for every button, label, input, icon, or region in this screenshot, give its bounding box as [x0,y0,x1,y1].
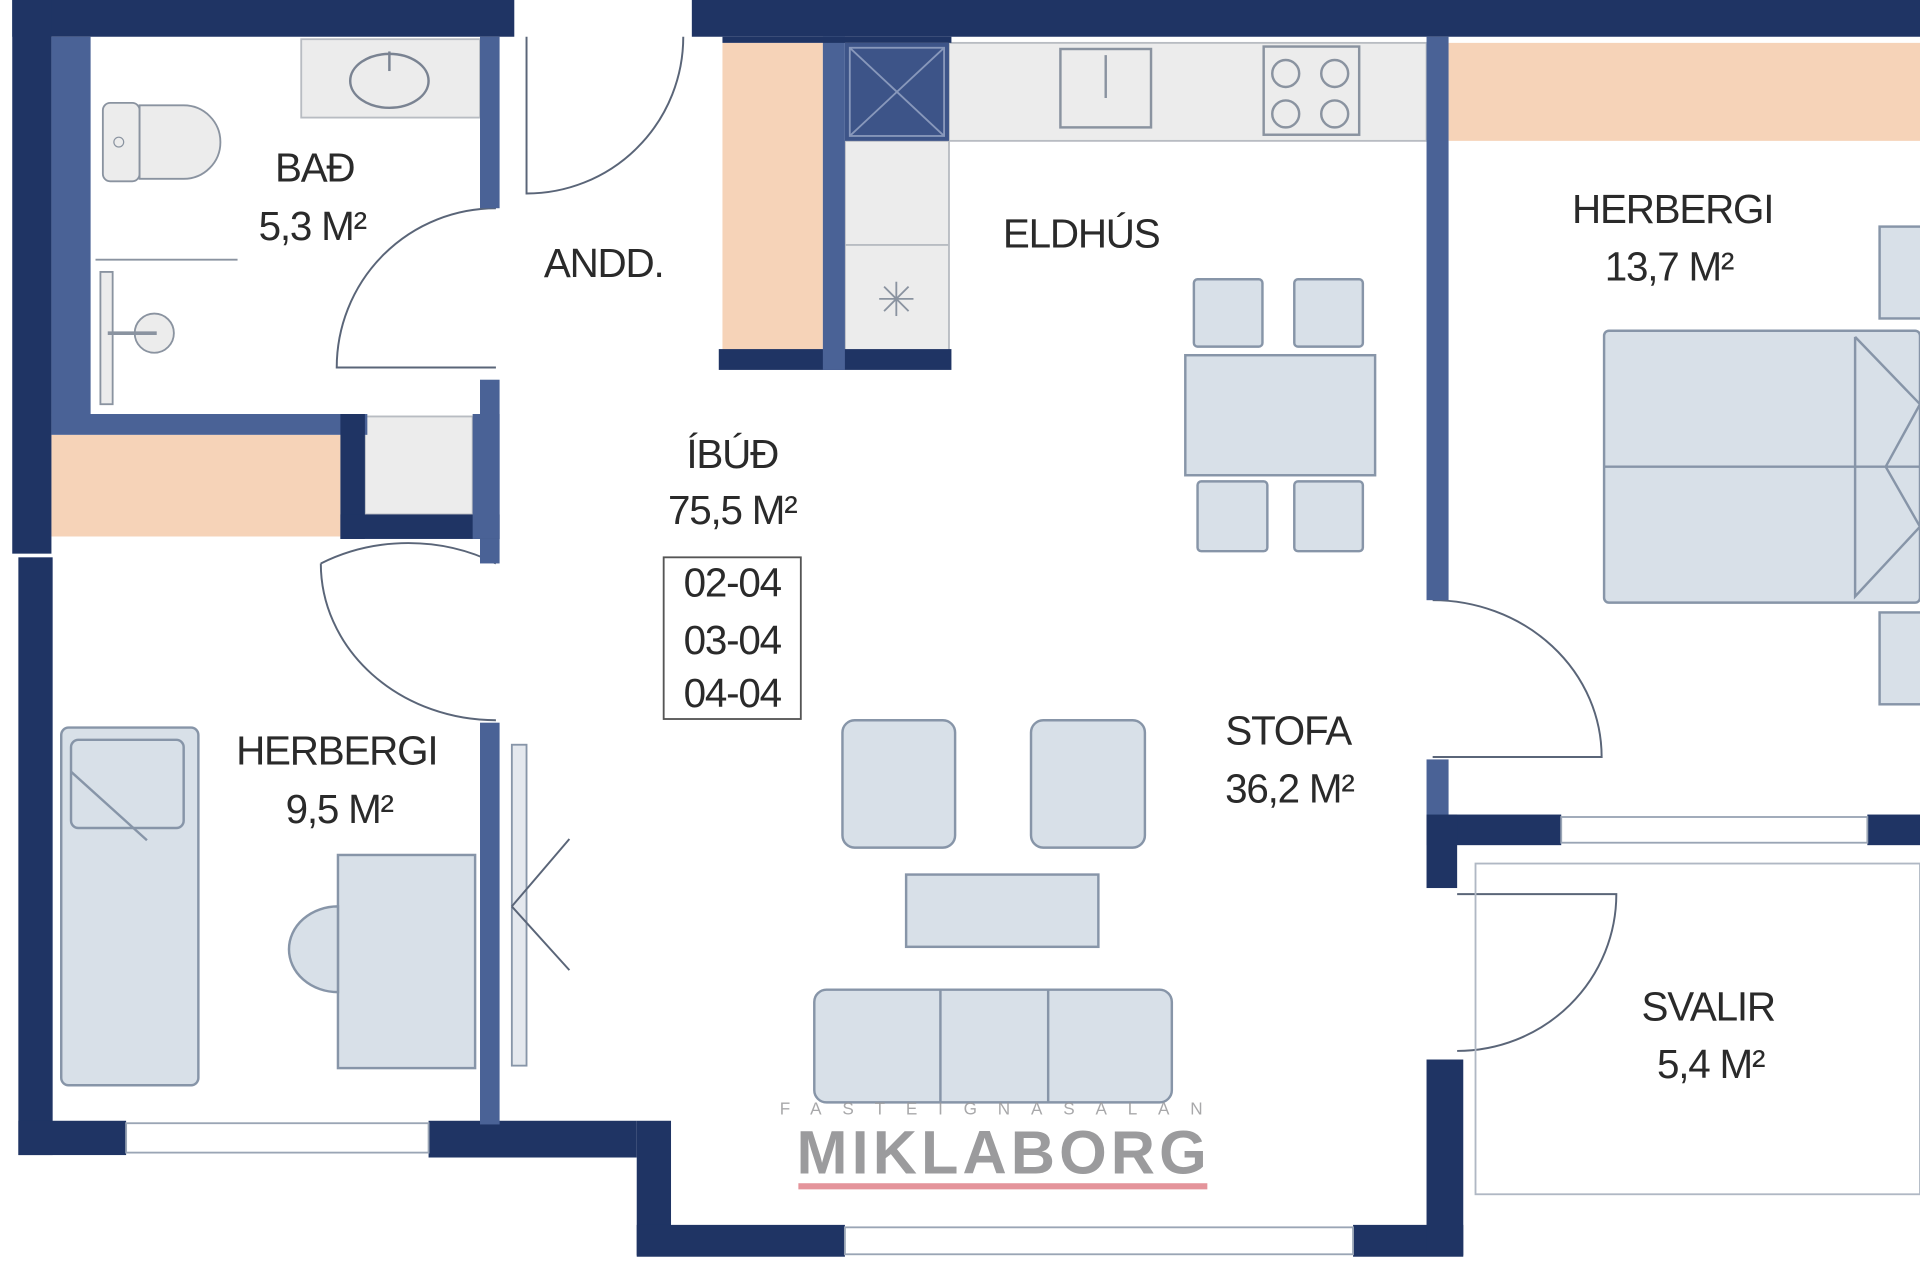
room-name-balcony: SVALIR [1641,983,1774,1029]
coffee-table [904,873,1100,949]
kitchen-sink-icon [1059,47,1153,129]
unit-number-box [662,556,802,720]
room-name-bedroom-large: HERBERGI [1572,186,1773,232]
dining-chair [1192,278,1264,348]
room-area-living: 36,2 M² [1225,765,1354,811]
hall-closet [51,434,341,537]
armchair [1029,719,1147,849]
room-name-bedroom-small: HERBERGI [236,727,437,773]
bedroom-door [319,542,497,722]
apartment-name: ÍBÚÐ [686,431,778,477]
stove-icon [1262,45,1361,136]
balcony-outline [1474,862,1920,1196]
bedroom-wardrobe [1448,42,1920,141]
miklaborg-logo: FASTEIGNASALAN MIKLABORG [780,1099,1224,1190]
window [125,1122,430,1154]
apartment-area: 75,5 M² [668,487,797,533]
dining-table [1184,353,1377,477]
walls [12,0,1920,1257]
sofa [813,988,1174,1104]
kitchen-counter [948,41,1428,142]
room-name-bath: BAÐ [275,144,354,190]
unit-number: 04-04 [684,670,782,716]
room-area-bedroom-small: 9,5 M² [286,786,394,832]
fan-icon [879,281,914,317]
dining-chair [1293,480,1365,553]
dining-chair [1196,480,1269,553]
armchair [841,719,957,849]
room-name-living: STOFA [1225,708,1352,754]
washing-machine [363,415,474,516]
desk [336,853,477,1070]
kitchen-cabinet [722,42,823,352]
dining-chair [1293,278,1365,348]
shower-screen [99,271,114,406]
room-area-bedroom-large: 13,7 M² [1605,243,1734,289]
room-name-hall: ANDD. [544,240,664,286]
room-area-bath: 5,3 M² [259,203,367,249]
entry-door [525,36,685,195]
double-bed [1602,225,1920,706]
bath-vanity [300,38,481,119]
window [1560,816,1869,844]
fridge [844,42,949,141]
kitchen-side-counter [843,139,950,357]
window [843,1226,1354,1256]
unit-number: 03-04 [684,617,782,663]
single-bed [59,726,200,1087]
bedroom-large-door [1432,599,1603,758]
unit-number: 02-04 [684,560,782,606]
balcony-door [1457,893,1618,1052]
toilet-icon [101,101,222,183]
logo-name: MIKLABORG [797,1118,1207,1186]
room-area-balcony: 5,4 M² [1657,1041,1765,1087]
bath-door [335,207,496,369]
desk-chair [287,905,340,994]
logo-tagline: FASTEIGNASALAN [780,1099,1224,1119]
room-name-kitchen: ELDHÚS [1003,210,1160,256]
logo-underline [798,1183,1208,1190]
